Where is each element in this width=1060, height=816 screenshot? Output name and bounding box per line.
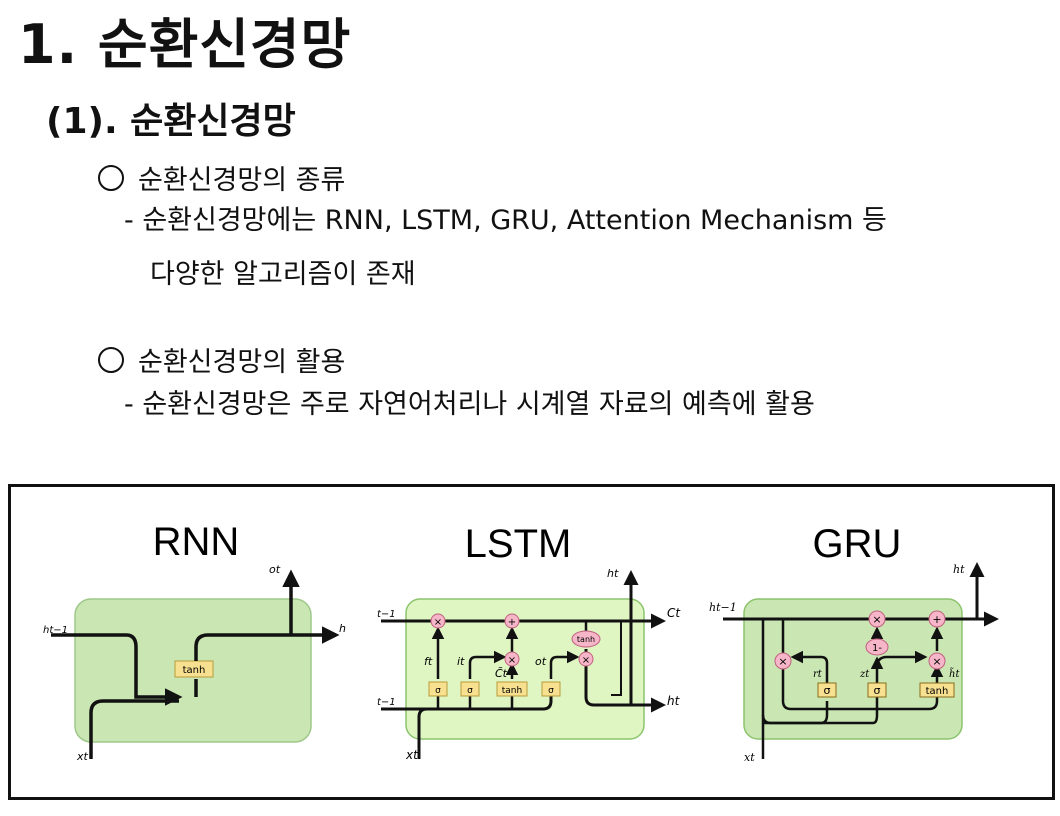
lstm-input-gate: σ (467, 686, 473, 696)
gru-op-multiply: × (932, 655, 941, 668)
bullet-types: 순환신경망의 종류 (98, 158, 345, 197)
rnn-title: RNN (153, 520, 240, 564)
gru-one-minus-op: 1- (872, 643, 882, 654)
section-heading: (1). 순환신경망 (46, 101, 296, 142)
bullet-usage-title: 순환신경망의 활용 (138, 347, 346, 378)
gru-op-multiply: × (872, 613, 881, 626)
gru-op-add: + (932, 613, 941, 626)
rnn-h-prev-label: ht−1 (43, 625, 68, 636)
gru-update-gate: σ (874, 684, 881, 697)
rnn-lstm-gru-diagram: RNN tanh ht−1 ot h xt LSTM (8, 484, 1055, 800)
gru-candidate-gate: tanh (926, 686, 949, 697)
lstm-forget-gate: σ (435, 686, 441, 696)
gru-cell: GRU × × + × (709, 522, 999, 764)
gru-title: GRU (813, 522, 902, 566)
gru-x-label: xt (744, 751, 755, 764)
usage-description-line1: - 순환신경망은 주로 자연어처리나 시계열 자료의 예측에 활용 (124, 389, 815, 420)
lstm-op-add: + (508, 617, 516, 628)
rnn-o-label: ot (269, 563, 281, 576)
bullet-usage: 순환신경망의 활용 (98, 340, 345, 379)
rnn-tanh-gate: tanh (183, 665, 206, 676)
lstm-h-out-label: ht (667, 694, 681, 708)
lstm-o-label: ot (535, 655, 547, 668)
lstm-f-label: ft (424, 655, 433, 668)
lstm-output-gate: σ (548, 686, 554, 696)
lstm-op-multiply: × (508, 655, 516, 666)
rnn-cell: RNN tanh ht−1 ot h xt (43, 520, 346, 763)
gru-h-prev-label: ht−1 (709, 601, 737, 614)
lstm-tanh-op: tanh (577, 635, 595, 644)
lstm-h-prev-label: t−1 (377, 697, 396, 708)
lstm-c-prev-label: t−1 (377, 609, 396, 620)
lstm-title: LSTM (465, 522, 572, 566)
lstm-c-tilde-label: C̃t (495, 667, 508, 680)
types-description-line1: - 순환신경망에는 RNN, LSTM, GRU, Attention Mech… (124, 205, 887, 236)
lstm-candidate-gate: tanh (502, 686, 522, 696)
gru-z-label: zt (859, 669, 870, 680)
gru-h-tilde-label: h̃t (949, 668, 960, 680)
lstm-h-top-label: ht (607, 567, 619, 580)
lstm-i-label: it (457, 655, 465, 668)
lstm-op-multiply: × (434, 617, 442, 628)
circle-bullet-icon (98, 164, 124, 191)
gru-op-multiply: × (778, 655, 787, 668)
lstm-cell: LSTM × + × (377, 522, 681, 762)
gru-h-top-label: ht (953, 563, 965, 576)
lstm-op-multiply: × (582, 655, 590, 666)
bullet-types-title: 순환신경망의 종류 (138, 165, 346, 196)
page-title: 1. 순환신경망 (18, 13, 352, 76)
gru-r-label: rt (813, 669, 823, 680)
rnn-x-label: xt (76, 750, 89, 763)
gru-reset-gate: σ (824, 684, 831, 697)
lstm-x-label: xt (405, 748, 419, 762)
lstm-c-out-label: Ct (667, 606, 681, 620)
circle-bullet-icon (98, 346, 124, 373)
types-description-line2: 다양한 알고리즘이 존재 (150, 259, 416, 290)
rnn-h-out-label: h (339, 622, 346, 635)
